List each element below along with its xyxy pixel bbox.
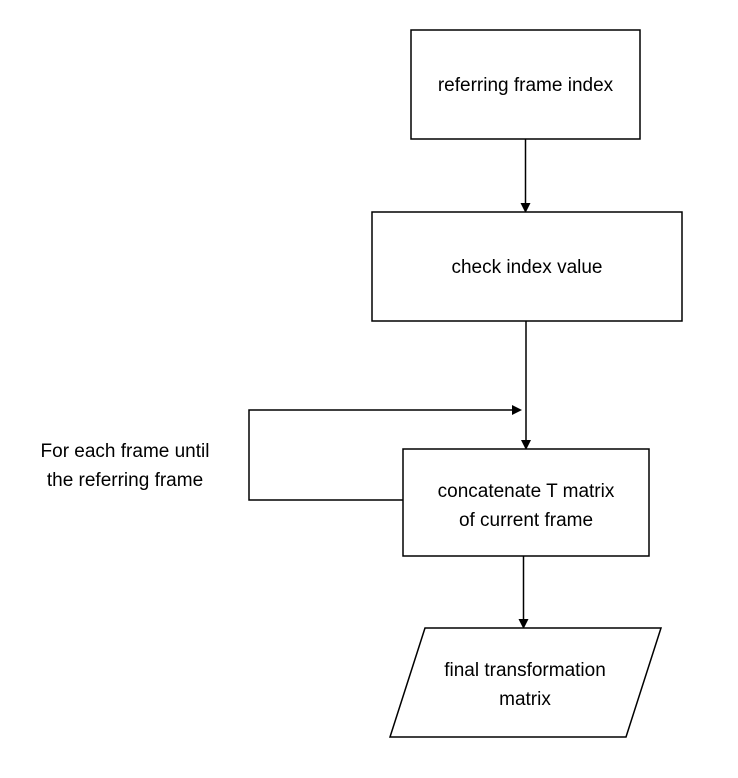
final-transformation-matrix-node: final transformation matrix <box>388 627 663 738</box>
check-index-value-node: check index value <box>371 211 683 322</box>
loop-label-line-1: For each frame until <box>41 441 210 462</box>
final-transformation-matrix-label-line-2: matrix <box>499 689 551 710</box>
loop-label: For each frame until the referring frame <box>41 441 210 491</box>
check-index-value-box <box>371 211 683 322</box>
concatenate-box <box>402 448 650 557</box>
referring-frame-index-label: referring frame index <box>438 75 614 96</box>
concatenate-label-line-2: of current frame <box>459 510 593 531</box>
loop-arrow <box>248 405 522 501</box>
referring-frame-index-box <box>410 29 641 140</box>
concatenate-node: concatenate T matrix of current frame <box>402 448 650 557</box>
final-transformation-matrix-label-line-1: final transformation <box>444 660 606 681</box>
referring-frame-index-node: referring frame index <box>410 29 641 140</box>
check-index-value-label: check index value <box>451 257 602 278</box>
final-transformation-matrix-shape <box>388 627 663 738</box>
loop-label-line-2: the referring frame <box>47 470 203 491</box>
concatenate-label-line-1: concatenate T matrix <box>438 481 615 502</box>
